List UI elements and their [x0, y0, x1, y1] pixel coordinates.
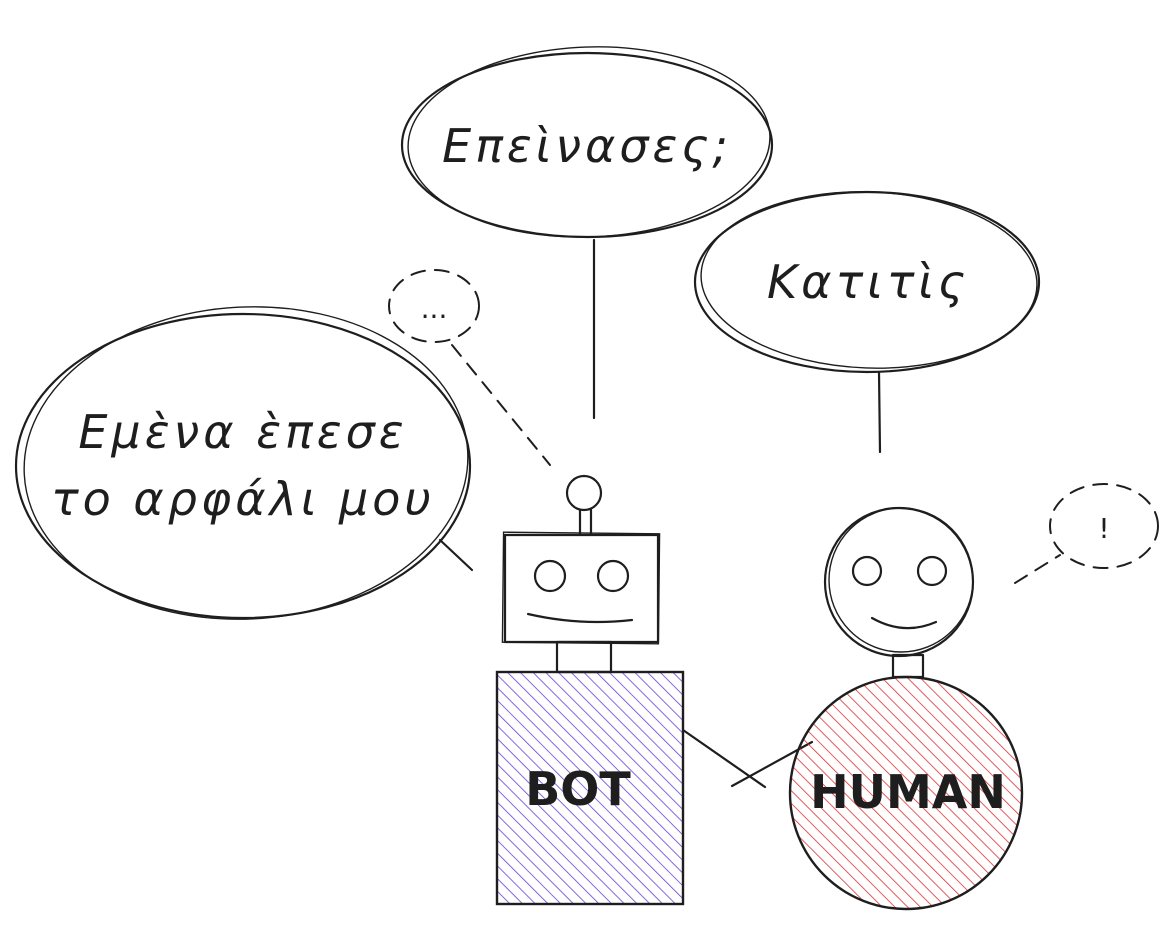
bot-body — [495, 670, 685, 906]
human-label: HUMAN — [810, 765, 1006, 819]
bot-eye-right — [596, 559, 630, 593]
speech-bubble-top-text: Επεὶνασες; — [442, 119, 732, 173]
speech-bubble-left: Εμὲνα ὲπεσε το αρφάλι μου — [14, 306, 474, 620]
bot-eye-left — [533, 559, 567, 593]
bot-figure: BOT — [495, 474, 685, 906]
thought-bubble-dots-text: ... — [421, 292, 448, 325]
speech-bubble-left-line1: Εμὲνα ὲπεσε — [78, 405, 407, 459]
thought-bubble-dots: ... — [388, 269, 551, 466]
human-head — [823, 506, 975, 658]
human-eye-right — [916, 555, 948, 587]
thought-bubble-exclaim-text: ! — [1098, 512, 1109, 545]
speech-bubble-left-line2: το αρφάλι μου — [51, 472, 435, 526]
speech-bubble-right: Κατιτὶς — [693, 190, 1041, 454]
human-figure: HUMAN — [788, 506, 1024, 911]
human-body — [788, 675, 1024, 911]
human-eye-left — [851, 555, 883, 587]
bot-head — [503, 533, 660, 644]
speech-bubble-top: Επεὶνασες; — [400, 46, 774, 420]
thought-bubble-exclaim: ! — [1014, 483, 1159, 584]
bot-antenna-ball — [565, 474, 603, 512]
speech-bubble-right-text: Κατιτὶς — [767, 255, 969, 309]
bot-label: BOT — [525, 762, 631, 816]
